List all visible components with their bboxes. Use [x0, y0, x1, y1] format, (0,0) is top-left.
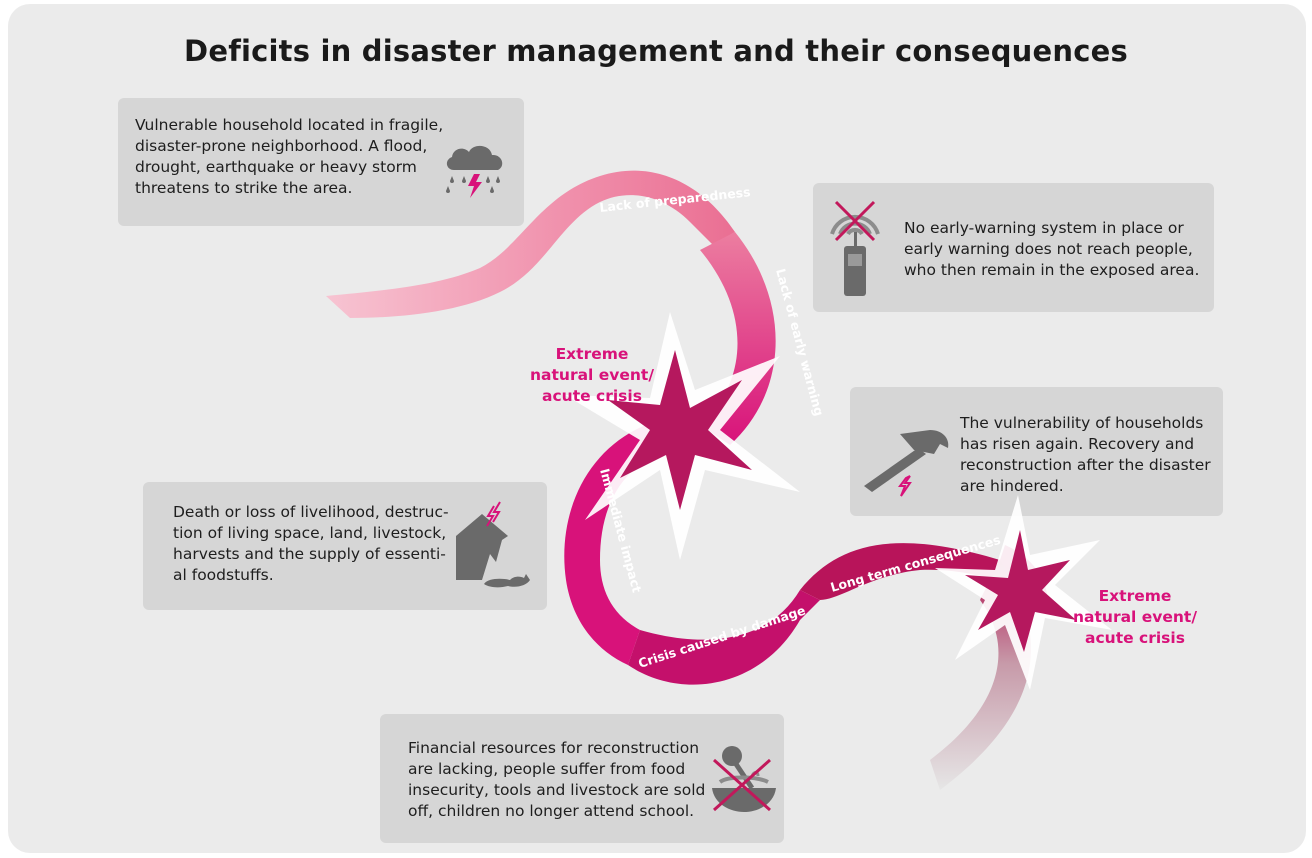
info-text-financial: Financial resources for reconstruction a… [408, 739, 706, 820]
arrow-early-warning [700, 232, 776, 445]
event-label-second: Extreme natural event/ acute crisis [1073, 587, 1197, 647]
arrow-long-term [800, 543, 1049, 610]
arrow-crisis [628, 590, 820, 685]
label-early-warning: Lack of early warning [773, 267, 827, 418]
info-box-recovery [850, 387, 1223, 516]
info-text-recovery: The vulnerability of households has rise… [960, 414, 1211, 495]
info-box-financial [380, 714, 784, 843]
arrow-preparedness [326, 170, 735, 318]
page-title: Deficits in disaster management and thei… [184, 34, 1128, 68]
rain-cloud-lightning-icon [446, 145, 503, 198]
damaged-house-icon [456, 501, 530, 588]
hammer-icon [864, 430, 949, 497]
crisis-star-2 [935, 495, 1112, 690]
info-text-warning: No early-warning system in place or earl… [904, 219, 1200, 279]
info-text-death: Death or loss of livelihood, destruc- ti… [173, 503, 449, 584]
radio-crossed-icon [830, 200, 880, 296]
info-text-vulnerable: Vulnerable household located in fragile,… [135, 116, 444, 197]
event-label-first: Extreme natural event/ acute crisis [530, 345, 654, 405]
empty-bowl-crossed-icon [712, 746, 776, 812]
crisis-star-1 [565, 312, 800, 560]
arrow-immediate-impact [564, 420, 670, 665]
info-box-warning [813, 183, 1214, 312]
